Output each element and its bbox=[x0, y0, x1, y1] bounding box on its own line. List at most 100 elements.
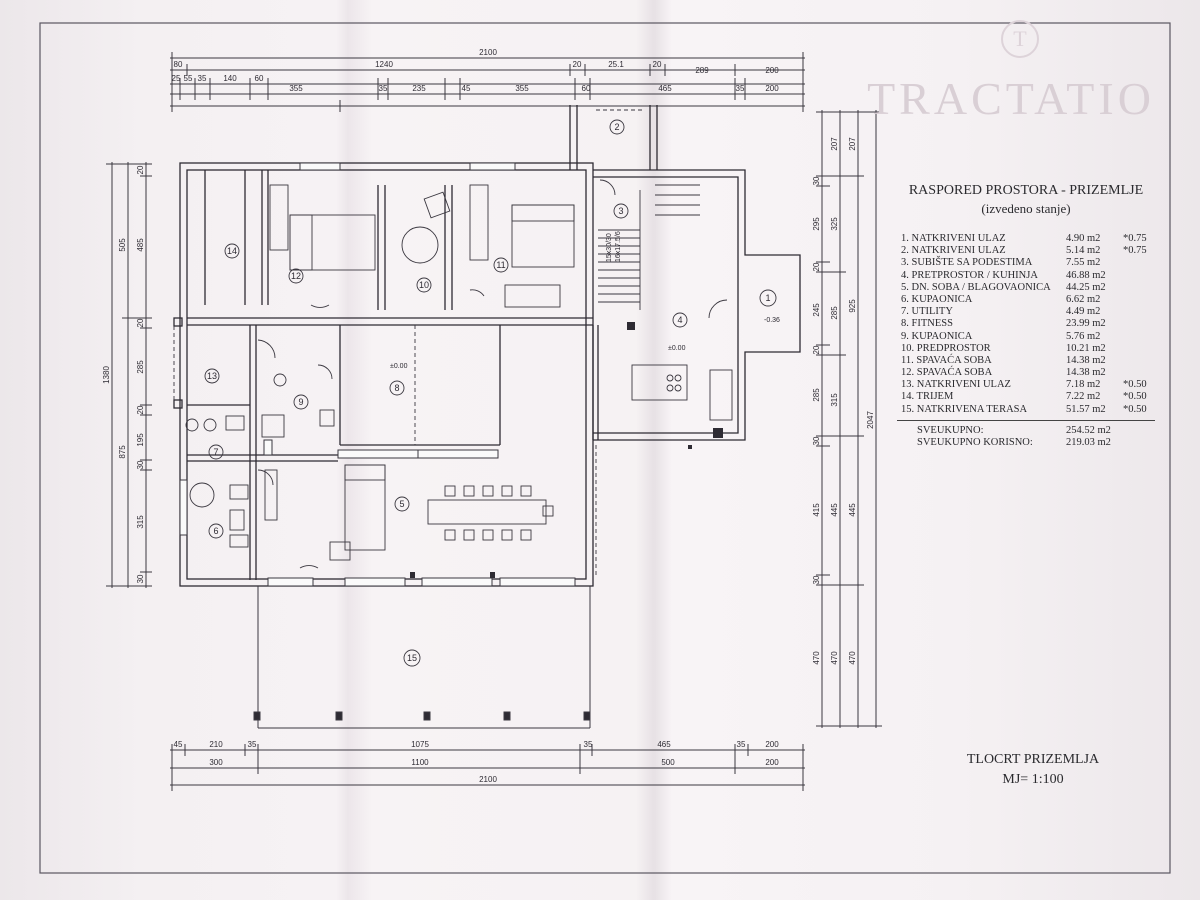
dim-top: 200 bbox=[765, 66, 779, 75]
room-number-10: 10 bbox=[419, 280, 429, 290]
dim-right: 415 bbox=[812, 503, 821, 517]
dim-right: 20 bbox=[812, 345, 821, 354]
dim-top: 35 bbox=[198, 74, 207, 83]
dim-bottom: 35 bbox=[584, 740, 593, 749]
legend-room-name: 9. KUPAONICA bbox=[901, 330, 973, 342]
stair-note-2: 16x17.5/6 bbox=[615, 231, 622, 262]
legend-room-area: 44.25 m2 bbox=[1066, 281, 1106, 293]
legend-room-name: 10. PREDPROSTOR bbox=[901, 342, 991, 354]
legend-room-name: 1. NATKRIVENI ULAZ bbox=[901, 233, 1006, 244]
room-legend: RASPORED PROSTORA - PRIZEMLJE (izvedeno … bbox=[897, 183, 1167, 449]
dim-top: 35 bbox=[736, 84, 745, 93]
drawing-title: TLOCRT PRIZEMLJA bbox=[966, 752, 1100, 767]
stair-note-1: 15x30/30 bbox=[606, 233, 613, 262]
legend-room-coef: *0.50 bbox=[1123, 391, 1147, 403]
legend-room-name: 2. NATKRIVENI ULAZ bbox=[901, 245, 1006, 257]
room-number-13: 13 bbox=[207, 371, 217, 381]
dim-right: 30 bbox=[812, 575, 821, 584]
dim-left: 20 bbox=[136, 165, 145, 174]
dim-top: 45 bbox=[462, 84, 471, 93]
dim-right: 470 bbox=[830, 651, 839, 665]
legend-room-area: 4.90 m2 bbox=[1066, 233, 1101, 244]
legend-total-name: SVEUKUPNO: bbox=[917, 424, 984, 436]
dim-top: 20 bbox=[573, 60, 582, 69]
dim-bottom: 1100 bbox=[411, 758, 429, 767]
dim-top: 60 bbox=[255, 74, 264, 83]
dim-top: 55 bbox=[184, 74, 193, 83]
dim-left: 505 bbox=[118, 238, 127, 252]
room-number-12: 12 bbox=[291, 271, 301, 281]
dim-top: 60 bbox=[582, 84, 591, 93]
brand-logo-icon: T bbox=[1001, 20, 1039, 58]
legend-room-area: 5.14 m2 bbox=[1066, 245, 1101, 257]
dim-top: 465 bbox=[658, 84, 672, 93]
dim-top: 355 bbox=[515, 84, 529, 93]
dim-bottom: 200 bbox=[765, 758, 779, 767]
legend-room-name: 5. DN. SOBA / BLAGOVAONICA bbox=[901, 281, 1051, 293]
room-number-7: 7 bbox=[213, 447, 218, 457]
dim-right: 207 bbox=[830, 137, 839, 151]
level-mark-kitchen: ±0.00 bbox=[668, 345, 686, 352]
dim-bottom: 35 bbox=[737, 740, 746, 749]
room-number-8: 8 bbox=[394, 383, 399, 393]
dim-top: 25.1 bbox=[608, 60, 624, 69]
legend-room-area: 10.21 m2 bbox=[1066, 342, 1106, 354]
legend-room-name: 7. UTILITY bbox=[901, 306, 953, 318]
room-number-3: 3 bbox=[618, 206, 623, 216]
dim-bottom: 1075 bbox=[411, 740, 429, 749]
dim-top: 1240 bbox=[375, 60, 393, 69]
room-number-5: 5 bbox=[399, 499, 404, 509]
dim-top: 140 bbox=[223, 74, 237, 83]
dim-left: 20 bbox=[136, 318, 145, 327]
legend-room-name: 3. SUBIŠTE SA PODESTIMA bbox=[901, 257, 1033, 269]
legend-total-name: SVEUKUPNO KORISNO: bbox=[917, 437, 1033, 448]
dim-right: 445 bbox=[848, 503, 857, 517]
room-number-2: 2 bbox=[614, 122, 619, 132]
legend-room-area: 5.76 m2 bbox=[1066, 330, 1101, 342]
legend-room-area: 7.55 m2 bbox=[1066, 257, 1101, 269]
legend-total-row: SVEUKUPNO KORISNO: 219.03 m2 bbox=[897, 437, 1167, 449]
legend-room-area: 7.22 m2 bbox=[1066, 391, 1101, 403]
legend-row: 3. SUBIŠTE SA PODESTIMA 7.55 m2 bbox=[897, 257, 1167, 269]
legend-room-area: 14.38 m2 bbox=[1066, 354, 1106, 366]
legend-room-name: 15. NATKRIVENA TERASA bbox=[901, 403, 1028, 415]
dim-right: 925 bbox=[848, 299, 857, 313]
dim-right: 295 bbox=[812, 217, 821, 231]
dim-bottom: 210 bbox=[209, 740, 223, 749]
dim-right: 285 bbox=[830, 306, 839, 320]
legend-room-name: 13. NATKRIVENI ULAZ bbox=[901, 379, 1011, 391]
dim-left: 315 bbox=[136, 515, 145, 529]
legend-total-area: 219.03 m2 bbox=[1066, 437, 1111, 448]
dim-left: 485 bbox=[136, 238, 145, 252]
legend-room-name: 11. SPAVAĆA SOBA bbox=[901, 354, 992, 366]
dim-top: 35 bbox=[379, 84, 388, 93]
dim-bottom: 35 bbox=[248, 740, 257, 749]
dim-bottom: 45 bbox=[174, 740, 183, 749]
dim-top: 235 bbox=[412, 84, 426, 93]
dim-top: 80 bbox=[174, 60, 183, 69]
legend-room-area: 51.57 m2 bbox=[1066, 403, 1106, 415]
dim-left: 195 bbox=[136, 433, 145, 447]
legend-row: 10. PREDPROSTOR 10.21 m2 bbox=[897, 343, 1167, 355]
legend-room-name: 4. PRETPROSTOR / KUHINJA bbox=[901, 269, 1038, 281]
dim-right: 30 bbox=[812, 436, 821, 445]
legend-room-name: 8. FITNESS bbox=[901, 318, 953, 330]
dim-right: 445 bbox=[830, 503, 839, 517]
dim-top: 25 bbox=[172, 74, 181, 83]
legend-room-area: 4.49 m2 bbox=[1066, 306, 1101, 318]
legend-row: 7. UTILITY 4.49 m2 bbox=[897, 306, 1167, 318]
dim-left: 20 bbox=[136, 405, 145, 414]
dim-bottom-total: 2100 bbox=[479, 775, 497, 784]
dim-right-total: 2047 bbox=[866, 411, 875, 429]
room-number-6: 6 bbox=[213, 526, 218, 536]
legend-row: 5. DN. SOBA / BLAGOVAONICA 44.25 m2 bbox=[897, 282, 1167, 294]
legend-room-area: 46.88 m2 bbox=[1066, 269, 1106, 281]
dim-left: 875 bbox=[118, 445, 127, 459]
dim-right: 470 bbox=[812, 651, 821, 665]
